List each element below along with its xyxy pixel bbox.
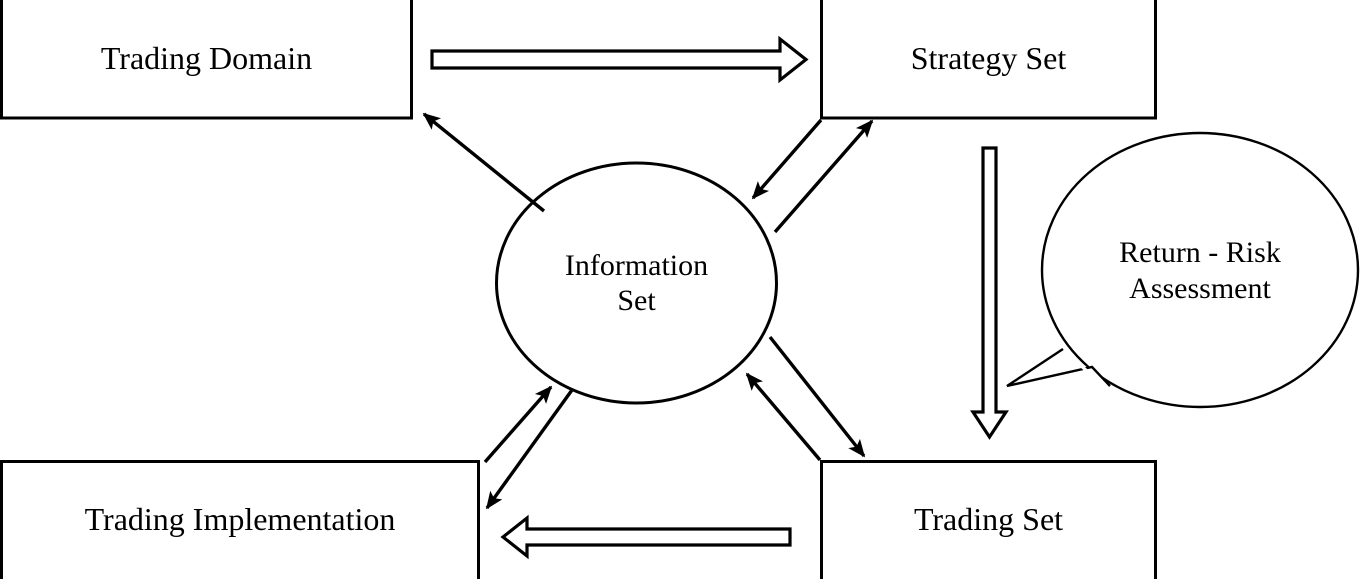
node-strategy-set[interactable]	[820, 0, 1157, 120]
arrow-information-set-to-strategy-set	[773, 119, 874, 234]
arrow-trading-set-to-information-set	[745, 372, 822, 462]
block-arrow-left-trading-set-to-trading-implementation	[500, 514, 792, 560]
node-trading-domain[interactable]	[0, 0, 413, 120]
arrow-information-set-to-trading-domain	[422, 112, 546, 213]
block-arrow-right-trading-domain-to-strategy-set	[430, 35, 809, 84]
arrow-trading-implementation-to-information-set	[483, 385, 553, 464]
arrow-information-set-to-trading-implementation	[485, 389, 574, 510]
callout-tail-icon	[1006, 347, 1111, 388]
node-information-set[interactable]	[495, 161, 778, 405]
arrow-information-set-to-trading-set	[768, 335, 866, 458]
block-arrow-down-strategy-set-to-trading-set	[970, 146, 1009, 440]
node-trading-set[interactable]	[820, 460, 1157, 579]
arrow-strategy-set-to-information-set	[751, 118, 823, 200]
node-return-risk-assessment[interactable]	[1006, 131, 1360, 409]
node-trading-implementation[interactable]	[0, 460, 480, 579]
